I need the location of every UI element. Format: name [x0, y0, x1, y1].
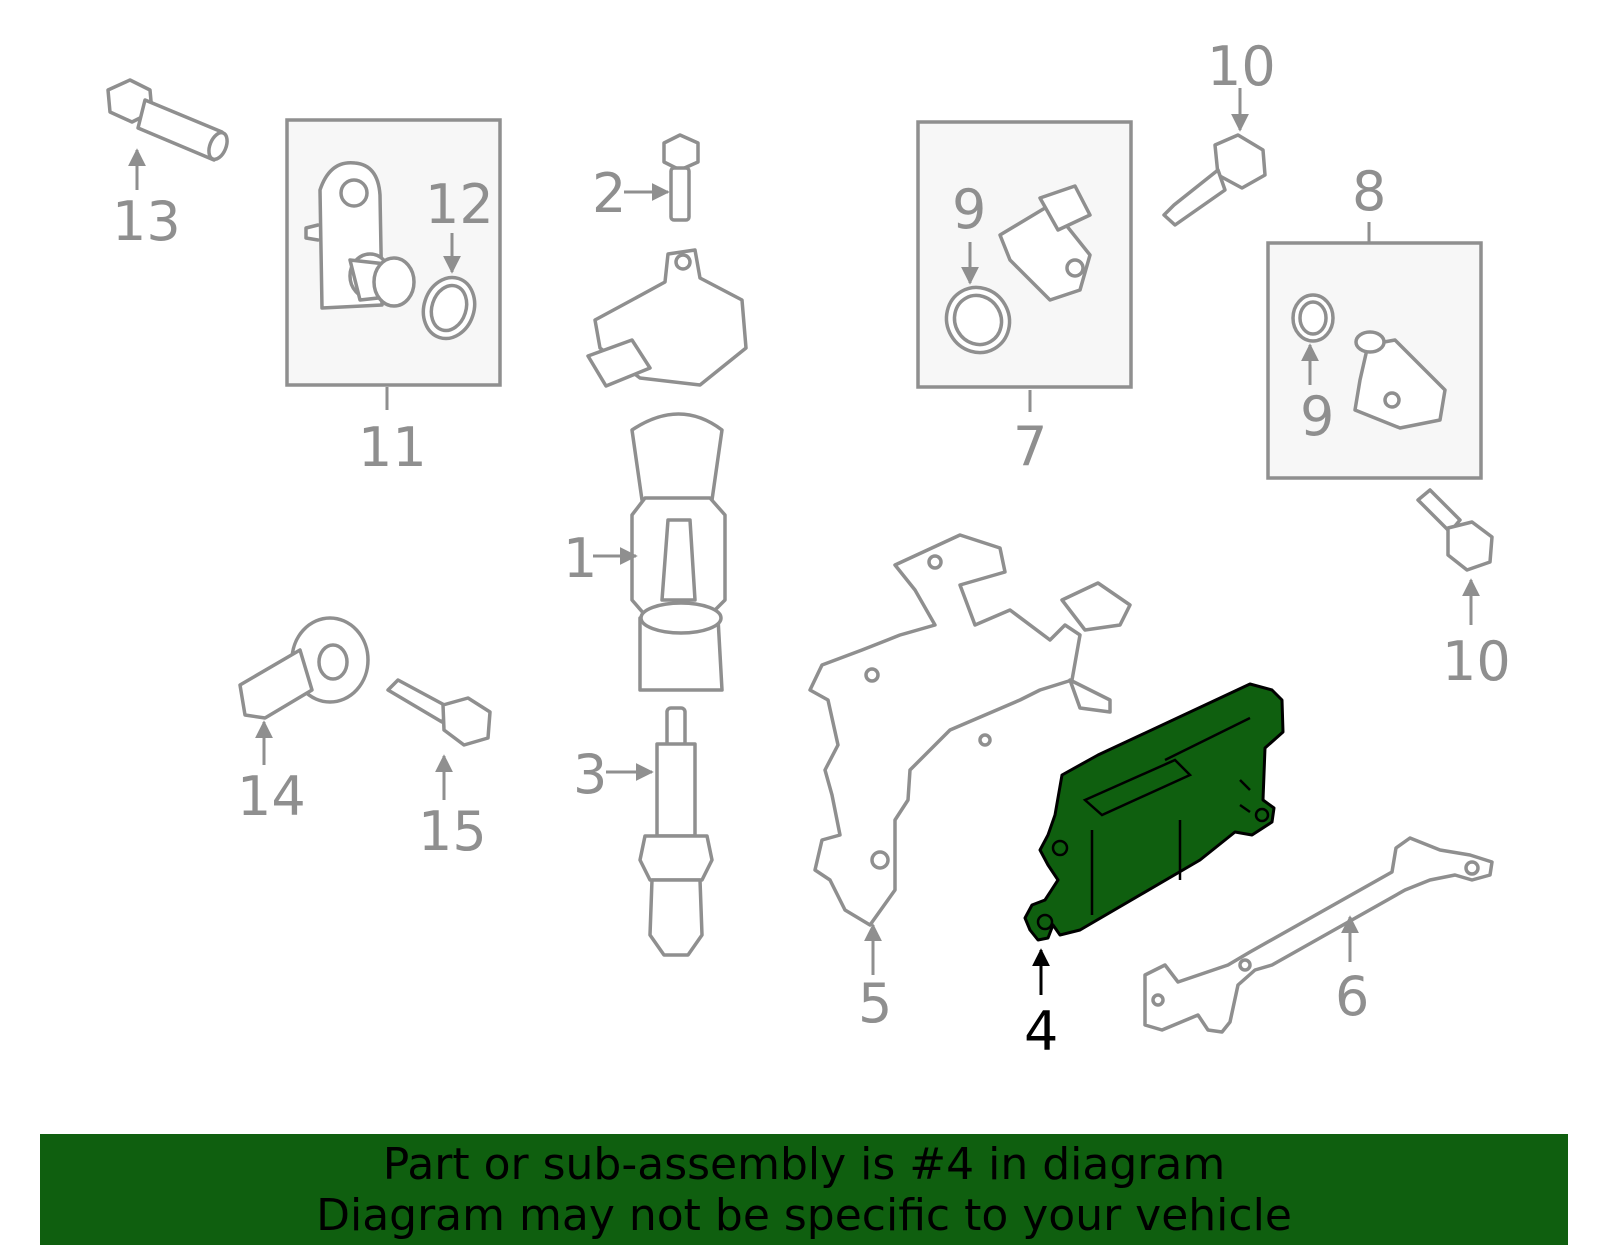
part-9-o-ring-a[interactable] [935, 242, 1022, 364]
callout-1: 1 [563, 527, 597, 590]
callout-7: 7 [1013, 415, 1047, 478]
callout-13: 13 [112, 190, 181, 253]
part-8-sensor-kit[interactable] [1266, 222, 1483, 480]
part-10-bolt-upper[interactable] [1162, 88, 1267, 227]
part-13-bolt[interactable] [106, 78, 231, 190]
callout-10-upper: 10 [1207, 35, 1276, 98]
part-11-sensor-kit[interactable] [285, 118, 502, 410]
callout-4: 4 [1024, 1000, 1058, 1063]
callout-6: 6 [1335, 965, 1369, 1028]
callout-10-lower: 10 [1442, 630, 1511, 693]
callout-9-b: 9 [1300, 385, 1334, 448]
callout-2: 2 [592, 162, 626, 225]
part-10-bolt-lower[interactable] [1416, 488, 1494, 625]
banner-line-2: Diagram may not be specific to your vehi… [316, 1189, 1292, 1241]
part-7-sensor-kit[interactable] [916, 120, 1133, 412]
part-14-knock-sensor[interactable] [238, 616, 370, 765]
callout-15: 15 [418, 800, 487, 863]
part-12-o-ring[interactable] [416, 233, 483, 345]
callout-12: 12 [425, 173, 494, 236]
part-9-o-ring-b[interactable] [1291, 293, 1335, 385]
callout-14: 14 [237, 765, 306, 828]
part-6-bracket[interactable] [1143, 836, 1494, 1034]
part-15-bolt[interactable] [386, 678, 492, 800]
banner-line-1: Part or sub-assembly is #4 in diagram [382, 1138, 1226, 1190]
callout-5: 5 [858, 972, 892, 1035]
part-4-ecu-highlighted[interactable] [1023, 682, 1285, 995]
part-3-spark-plug[interactable] [606, 706, 714, 957]
info-banner: Part or sub-assembly is #4 in diagram Di… [40, 1134, 1568, 1245]
callout-3: 3 [573, 743, 607, 806]
part-1-ignition-coil[interactable] [586, 248, 748, 692]
callout-11: 11 [358, 416, 427, 479]
part-5-bracket[interactable] [808, 533, 1132, 975]
callout-8: 8 [1352, 160, 1386, 223]
callout-9-a: 9 [952, 178, 986, 241]
part-2-bolt[interactable] [624, 133, 700, 222]
